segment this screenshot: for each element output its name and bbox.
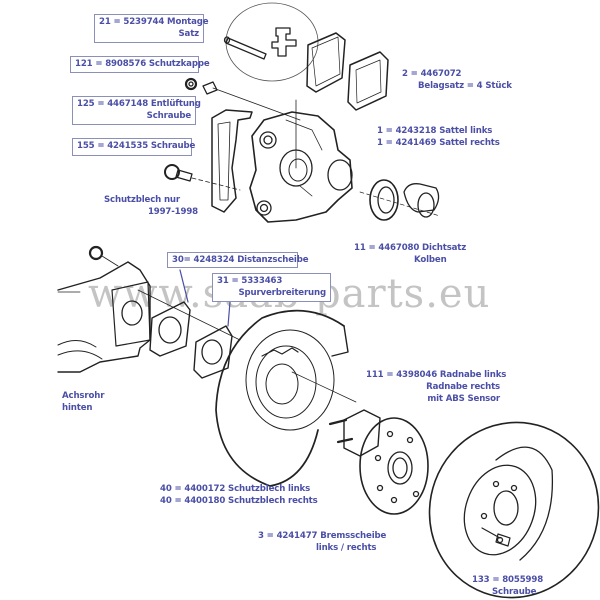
label-line: Schutzblech nur	[104, 195, 180, 205]
label-line: 1997-1998	[147, 207, 198, 217]
label-line: 11 = 4467080 Dichtsatz	[354, 243, 467, 253]
label-line: Belagsatz = 4 Stück	[418, 81, 512, 91]
label-line: mit ABS Sensor	[427, 394, 500, 404]
label-entlueftung-schraube: 125 = 4467148 Entlüftung Schraube	[72, 96, 201, 125]
label-line: 21 = 5239744 Montage	[99, 17, 209, 27]
label-schraube-133: 133 = 8055998 Schraube	[472, 574, 544, 598]
label-line: 2 = 4467072	[402, 69, 462, 79]
label-line: 125 = 4467148 Entlüftung	[77, 99, 201, 109]
label-line: 3 = 4241477 Bremsscheibe	[258, 531, 387, 541]
label-line: 40 = 4400180 Schutzblech rechts	[160, 496, 318, 506]
label-line: Schraube	[146, 111, 191, 121]
label-montage-satz: 21 = 5239744 Montage Satz	[94, 14, 209, 43]
screw-illustration	[164, 164, 241, 191]
label-line: 40 = 4400172 Schutzblech links	[160, 484, 311, 494]
wheel-hub-illustration	[328, 409, 429, 515]
label-schutzkappe: 121 = 8908576 Schutzkappe	[70, 56, 210, 73]
label-line: 133 = 8055998	[472, 575, 544, 585]
label-line: 155 = 4241535 Schraube	[77, 141, 196, 151]
brake-pads-illustration	[306, 32, 389, 111]
brake-disc-illustration	[428, 421, 600, 599]
label-belagsatz: 2 = 4467072 Belagsatz = 4 Stück	[402, 68, 512, 92]
label-distanzscheibe: 30= 4248324 Distanzscheibe	[167, 252, 309, 268]
label-line: Kolben	[414, 255, 447, 265]
label-line: Schraube	[492, 587, 537, 597]
piston-seal-illustration	[359, 179, 441, 221]
label-line: Satz	[178, 29, 200, 39]
label-line: Radnabe rechts	[426, 382, 500, 392]
label-line: links / rechts	[316, 543, 377, 553]
label-line: hinten	[62, 403, 93, 413]
label-dichtsatz-kolben: 11 = 4467080 Dichtsatz Kolben	[354, 242, 467, 266]
spacer-plates-illustration	[137, 269, 241, 379]
label-radnabe: 111 = 4398046 Radnabe links Radnabe rech…	[366, 369, 507, 405]
label-sattel: 1 = 4243218 Sattel links 1 = 4241469 Sat…	[377, 125, 500, 149]
label-spurverbreiterung: 31 = 5333463 Spurverbreiterung	[212, 273, 331, 302]
label-line: 30= 4248324 Distanzscheibe	[172, 255, 309, 265]
label-schutzblech-nur: Schutzblech nur 1997-1998	[104, 194, 198, 218]
label-bremsscheibe: 3 = 4241477 Bremsscheibe links / rechts	[258, 530, 387, 554]
backing-plate-illustration	[215, 309, 357, 487]
label-achsrohr: Achsrohr hinten	[62, 390, 104, 414]
mounting-kit-illustration	[223, 2, 319, 82]
label-line: Achsrohr	[62, 391, 105, 401]
label-line: 1 = 4243218 Sattel links	[377, 126, 493, 136]
caliper-bracket-illustration	[211, 109, 253, 213]
label-schutzblech: 40 = 4400172 Schutzblech links 40 = 4400…	[160, 483, 318, 507]
label-line: 1 = 4241469 Sattel rechts	[377, 138, 500, 148]
axle-housing-illustration	[57, 245, 151, 373]
label-line: 111 = 4398046 Radnabe links	[366, 370, 507, 380]
label-line: 31 = 5333463	[217, 276, 283, 286]
caliper-illustration	[249, 99, 353, 223]
label-line: 121 = 8908576 Schutzkappe	[75, 59, 210, 69]
label-line: Spurverbreiterung	[238, 288, 326, 298]
label-schraube-155: 155 = 4241535 Schraube	[72, 138, 196, 156]
